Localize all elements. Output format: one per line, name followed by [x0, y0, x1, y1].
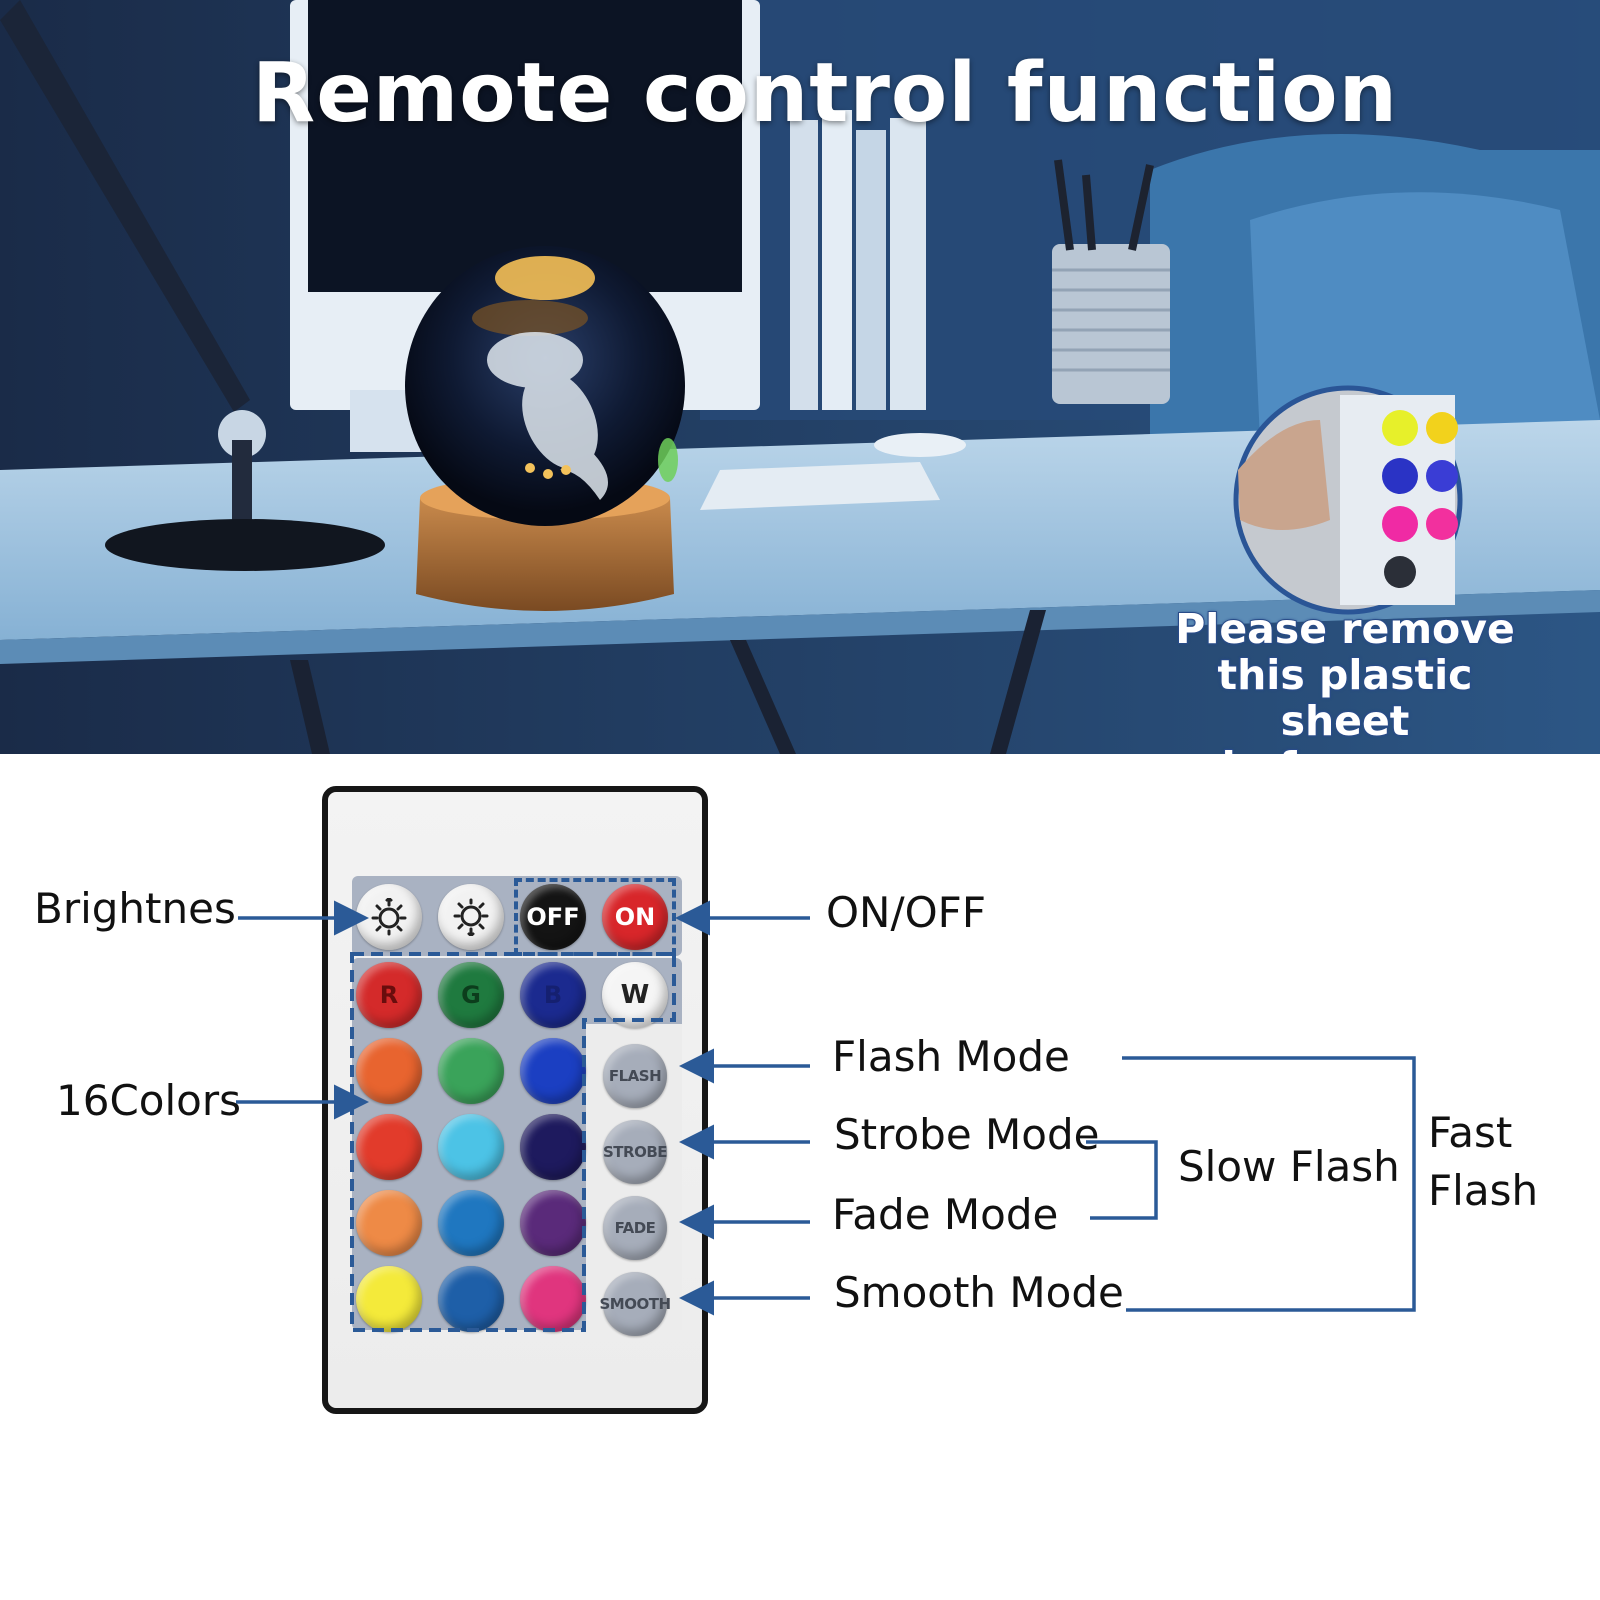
- plastic-sheet-note: Please remove this plastic sheet before …: [1160, 605, 1530, 754]
- color-button[interactable]: [438, 1038, 504, 1104]
- strobe-mode-button[interactable]: STROBE: [602, 1120, 668, 1184]
- fade-mode-button-label: FADE: [614, 1219, 656, 1237]
- color-button[interactable]: [356, 1266, 422, 1332]
- sheet-note-line-1: Please remove: [1174, 605, 1516, 653]
- on-button-label: ON: [614, 903, 656, 931]
- fade-mode-label: Fade Mode: [832, 1190, 1059, 1239]
- colors-label: 16Colors: [56, 1076, 241, 1125]
- color-button[interactable]: [520, 1038, 586, 1104]
- sun-up-icon: [371, 898, 407, 936]
- fast-flash-line-1: Fast: [1428, 1108, 1513, 1157]
- slow-flash-label: Slow Flash: [1178, 1142, 1400, 1191]
- brightness-down-button[interactable]: [438, 884, 504, 950]
- brightness-label: Brightnes: [34, 884, 236, 933]
- white-button[interactable]: W: [602, 962, 668, 1028]
- smooth-mode-label: Smooth Mode: [834, 1268, 1124, 1317]
- white-button-label: W: [620, 980, 650, 1010]
- color-button[interactable]: [438, 1114, 504, 1180]
- blue-button[interactable]: B: [520, 962, 586, 1028]
- color-button[interactable]: [356, 1038, 422, 1104]
- fast-flash-line-2: Flash: [1428, 1166, 1539, 1215]
- desk-scene-photo: Remote control function Please remove th…: [0, 0, 1600, 754]
- off-button[interactable]: OFF: [520, 884, 586, 950]
- desk-scene-illustration: [0, 0, 1600, 754]
- on-off-label: ON/OFF: [826, 888, 987, 937]
- color-button[interactable]: [520, 1266, 586, 1332]
- green-button-label: G: [461, 981, 481, 1009]
- strobe-mode-label: Strobe Mode: [834, 1110, 1100, 1159]
- smooth-mode-button-label: SMOOTH: [599, 1295, 671, 1313]
- fade-mode-button[interactable]: FADE: [603, 1196, 667, 1260]
- strobe-mode-button-label: STROBE: [602, 1143, 668, 1161]
- remote-control: OFF ON R G B W FLASH: [322, 786, 708, 1414]
- color-button[interactable]: [356, 1190, 422, 1256]
- red-button[interactable]: R: [356, 962, 422, 1028]
- color-button[interactable]: [520, 1114, 586, 1180]
- sheet-note-line-2: this plastic sheet: [1217, 651, 1474, 745]
- hero-title: Remote control function: [252, 46, 1398, 141]
- brightness-up-button[interactable]: [356, 884, 422, 950]
- sheet-note-line-3: before use: [1160, 743, 1530, 754]
- fast-flash-label: Fast Flash: [1428, 1104, 1538, 1220]
- plastic-sheet-inset: [1233, 385, 1463, 615]
- red-button-label: R: [379, 981, 399, 1009]
- off-button-label: OFF: [526, 903, 580, 931]
- color-button[interactable]: [438, 1190, 504, 1256]
- color-button[interactable]: [520, 1190, 586, 1256]
- smooth-mode-button[interactable]: SMOOTH: [599, 1272, 671, 1336]
- flash-mode-button-label: FLASH: [608, 1067, 662, 1085]
- green-button[interactable]: G: [438, 962, 504, 1028]
- blue-button-label: B: [543, 981, 563, 1009]
- color-button[interactable]: [356, 1114, 422, 1180]
- flash-mode-button[interactable]: FLASH: [603, 1044, 667, 1108]
- sun-down-icon: [453, 898, 489, 936]
- on-button[interactable]: ON: [602, 884, 668, 950]
- color-button[interactable]: [438, 1266, 504, 1332]
- flash-mode-label: Flash Mode: [832, 1032, 1070, 1081]
